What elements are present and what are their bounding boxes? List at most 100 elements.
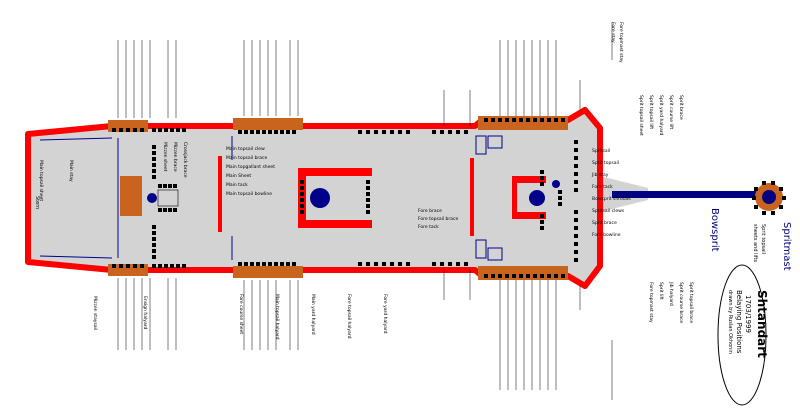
quarterdeck-side-pin: [152, 163, 156, 167]
main-channel-pin: [256, 262, 260, 266]
mizzen-pin: [173, 208, 177, 212]
fore-channel-pin: [547, 274, 551, 278]
belay-label: Sprit yard halyard: [658, 95, 664, 136]
quarterdeck-pin: [182, 264, 186, 268]
quarterdeck-side-pin: [152, 237, 156, 241]
belay-label: Main tack: [226, 182, 248, 188]
fore-channel-pin: [491, 118, 495, 122]
belay-label: Crossjack brace: [182, 142, 188, 178]
fore-waist-pin: [432, 262, 436, 266]
waist-pin: [366, 262, 370, 266]
bow-rail-pin: [574, 226, 578, 230]
mizzen-pin: [158, 208, 162, 212]
bow-rail-pin: [574, 250, 578, 254]
main-channel-pin: [244, 130, 248, 134]
title: Shtandart: [755, 290, 769, 358]
main-bitt-pin: [300, 186, 304, 190]
fore-channel-pin: [512, 274, 516, 278]
fore-bar: [470, 158, 474, 236]
spritmast-pin: [762, 190, 776, 204]
main-bitt-pin: [300, 210, 304, 214]
belay-label: Main Sheet: [226, 173, 251, 179]
bow-rail-pin: [574, 140, 578, 144]
main-bitt-pin: [300, 198, 304, 202]
fore-capstan: [552, 180, 560, 188]
main-channel-pin: [292, 130, 296, 134]
belay-label: Sprit course brace: [678, 282, 684, 323]
main-bitt-pin: [366, 192, 370, 196]
quarterdeck-pin: [158, 128, 162, 132]
main-channel-pin: [292, 262, 296, 266]
belay-label: Main topsail halyard: [274, 294, 280, 340]
mizzen-pin: [168, 208, 172, 212]
belay-label: Bowsprit shrouds: [592, 196, 631, 202]
mizzen-pin: [158, 184, 162, 188]
spritmast-label: Spritmast: [781, 222, 792, 271]
main-channel-pin: [268, 130, 272, 134]
fore-channel-pin: [484, 274, 488, 278]
main-channel-pin: [238, 130, 242, 134]
main-channel-pin: [280, 130, 284, 134]
main-channel-pin: [268, 262, 272, 266]
stern-rail-pin: [112, 128, 116, 132]
fore-waist-pin: [440, 130, 444, 134]
belay-label: Sprit topsail brace: [688, 282, 694, 323]
belay-label: Spritsail clews: [592, 208, 625, 214]
fore-pinrail: [512, 183, 517, 212]
fore-bitt-pin: [540, 226, 544, 230]
fore-channel-pin: [484, 118, 488, 122]
belay-label: Ensign halyard: [142, 296, 148, 329]
quarterdeck-side-pin: [152, 231, 156, 235]
mizzen-area: [147, 189, 179, 207]
stern-rail-pin: [133, 264, 137, 268]
subtitle-author: drawn by Ruslan Okhonin: [727, 290, 733, 354]
main-bitt-pin: [300, 180, 304, 184]
belay-label: Main stay: [68, 160, 74, 182]
fore-channel-pin: [540, 118, 544, 122]
belay-label: Main topsail clew: [226, 146, 265, 152]
fore-channel-pin: [512, 118, 516, 122]
quarterdeck-side-pin: [152, 243, 156, 247]
fore-waist-pin: [448, 262, 452, 266]
waist-pin: [358, 262, 362, 266]
main-bitt-pin: [366, 180, 370, 184]
fore-capstan-pin: [558, 190, 562, 194]
main-channel-top: [233, 118, 303, 130]
bowsprit-spar: [612, 191, 760, 198]
main-bitt-pin: [300, 204, 304, 208]
spritsail-note-1: Sprit topsail: [760, 224, 766, 254]
bow-rail-pin: [574, 188, 578, 192]
quarterdeck-side-pin: [152, 157, 156, 161]
quarterdeck-pin: [158, 264, 162, 268]
main-bitt-pin: [366, 186, 370, 190]
waist-pin: [374, 262, 378, 266]
main-bitt-pin: [366, 198, 370, 202]
fore-bitt-pin: [540, 182, 544, 186]
belay-label: Main topsail sheet: [38, 160, 44, 201]
quarterdeck-side-pin: [152, 225, 156, 229]
quarterdeck-pin: [164, 128, 168, 132]
stern-rail-bottom: [108, 264, 148, 276]
quarterdeck-pin: [170, 264, 174, 268]
waist-pin: [390, 130, 394, 134]
stern-rail-pin: [112, 264, 116, 268]
fore-channel-pin: [547, 118, 551, 122]
belay-label: Fore course sheet: [238, 294, 244, 334]
waist-pin: [406, 130, 410, 134]
fore-channel-pin: [498, 118, 502, 122]
belay-label: Fore topmast stay: [648, 282, 654, 323]
fore-waist-pin: [464, 262, 468, 266]
mizzen-mast: [147, 193, 157, 203]
bowsprit-group: [600, 176, 786, 215]
main-bitts-top: [298, 168, 372, 176]
title-block: Shtandart 1703/1999 Belaying Positions d…: [717, 264, 769, 406]
belay-label: Fore topmast stay: [618, 22, 624, 63]
main-channel-pin: [238, 262, 242, 266]
fore-channel-pin: [540, 274, 544, 278]
belay-label: Fore stay: [610, 22, 616, 43]
stern-rail-pin: [126, 264, 130, 268]
main-bitts-bottom: [298, 220, 372, 228]
belay-label: Mizzen sheet: [162, 142, 168, 172]
